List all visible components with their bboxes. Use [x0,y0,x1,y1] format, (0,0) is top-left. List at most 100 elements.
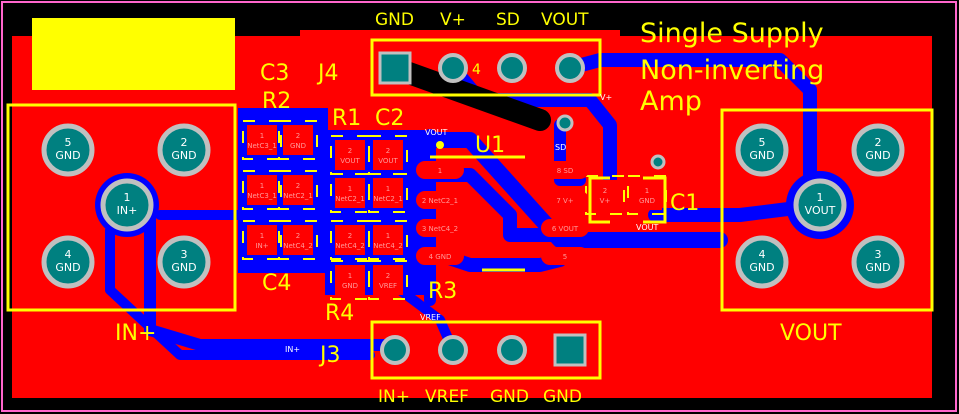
title-line1: Single Supply [640,18,824,49]
u1-pad: 2 NetC2_1 [416,191,464,209]
j3-pin-label-gnd2: GND [543,387,582,407]
out-connector-outline [720,108,934,312]
in-pad-1: 1IN+ [100,178,154,232]
svg-text:1: 1 [386,185,390,193]
svg-text:3: 3 [875,248,882,261]
svg-text:J3: J3 [318,343,341,368]
svg-text:NetC2_1: NetC2_1 [335,195,365,203]
u1-pad: 5 [541,247,589,265]
j3-pin-label-inplus: IN+ [378,387,410,407]
svg-text:GND: GND [639,197,655,205]
svg-text:C2: C2 [375,106,404,131]
j4-pin-label-vout: VOUT [541,10,589,30]
svg-text:GND: GND [865,261,890,274]
svg-text:GND: GND [749,149,774,162]
svg-text:2 NetC2_1: 2 NetC2_1 [422,197,458,205]
svg-text:VREF: VREF [379,282,397,290]
svg-text:1: 1 [348,185,352,193]
svg-text:2: 2 [386,147,390,155]
u1-pad: 7 V+ [541,191,589,209]
svg-text:GND: GND [55,149,80,162]
u1-pad: 8 SD [541,161,589,179]
svg-text:6 VOUT: 6 VOUT [552,225,579,233]
svg-text:NetC2_1: NetC2_1 [283,192,313,200]
in-connector-outline [6,103,237,312]
via-sd [556,114,574,132]
svg-text:2: 2 [603,187,607,195]
svg-text:1: 1 [438,167,442,175]
svg-text:1: 1 [386,232,390,240]
svg-text:U1: U1 [475,133,505,158]
svg-text:4 GND: 4 GND [429,253,452,261]
out-connector-label: VOUT [780,321,842,346]
svg-text:VOUT: VOUT [340,157,360,165]
svg-text:VOUT: VOUT [805,204,836,217]
title-line2: Non-inverting [640,55,824,86]
j4-pin-label-vplus: V+ [440,10,466,30]
svg-text:3: 3 [181,248,188,261]
u1-pad: 1 [416,161,464,179]
svg-text:IN+: IN+ [285,345,300,354]
j3-pin-label-gnd: GND [490,387,529,407]
svg-text:R1: R1 [332,106,361,131]
svg-text:2: 2 [181,136,188,149]
svg-text:7 V+: 7 V+ [556,197,573,205]
title-line3: Amp [640,86,702,117]
j3-header: IN+ VREF GND GND [370,320,602,407]
svg-text:5: 5 [759,136,766,149]
svg-text:NetC2_1: NetC2_1 [373,195,403,203]
svg-text:5: 5 [563,253,567,261]
svg-text:2: 2 [296,132,300,140]
svg-text:V+: V+ [600,197,611,205]
svg-text:GND: GND [865,149,890,162]
svg-text:3 NetC4_2: 3 NetC4_2 [422,225,458,233]
u1-pad: 3 NetC4_2 [416,219,464,237]
svg-text:4: 4 [472,62,481,78]
svg-text:VOUT: VOUT [636,223,658,232]
smd-pad: 2V+ [585,175,625,215]
svg-text:IN+: IN+ [255,242,268,250]
j4-pin-label-sd: SD [496,10,520,30]
u1-pad: 6 VOUT [541,219,589,237]
u1: 1 2 NetC2_1 3 NetC4_2 4 GND 8 SD 7 V+ 6 VOUT 5 [416,141,589,272]
svg-text:NetC3_1: NetC3_1 [247,142,277,150]
svg-text:GND: GND [749,261,774,274]
svg-text:1: 1 [260,182,264,190]
silkscreen-labels: Single Supply Non-inverting Amp C3 J4 R2… [115,18,842,368]
svg-text:GND: GND [55,261,80,274]
svg-text:2: 2 [348,147,352,155]
svg-text:2: 2 [875,136,882,149]
smd-pad: 1IN+ [242,220,282,260]
svg-text:C4: C4 [262,271,291,296]
c1-outline [588,176,667,224]
svg-text:SD: SD [555,143,566,152]
svg-text:4: 4 [759,248,766,261]
svg-text:2: 2 [296,182,300,190]
svg-text:IN+: IN+ [117,204,138,217]
svg-text:GND: GND [171,149,196,162]
svg-text:4: 4 [65,248,72,261]
svg-text:R3: R3 [428,279,457,304]
u1-pad: 4 GND [416,247,464,265]
j4-pin-label-gnd: GND [375,10,414,30]
svg-text:NetC4_2: NetC4_2 [283,242,313,250]
smd-pads: 1NetC3_12GND1NetC3_12NetC2_11IN+2NetC4_2… [242,120,667,300]
